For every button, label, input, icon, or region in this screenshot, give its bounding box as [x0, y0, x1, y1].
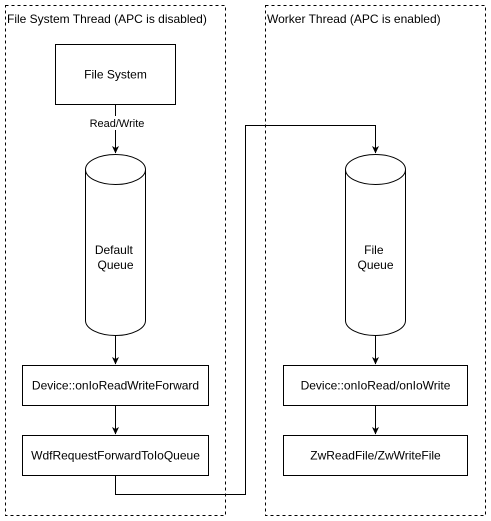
file-system-box [55, 44, 176, 105]
default-queue-label: Default Queue [95, 243, 136, 272]
wdf-request-forward-box [22, 435, 209, 476]
lane-worker-thread [265, 5, 486, 516]
edge-label-read-write: Read/Write [90, 118, 145, 130]
file-queue-label-line-2: Queue [357, 258, 393, 272]
default-queue-cylinder [85, 154, 146, 336]
file-queue-cylinder [345, 154, 406, 336]
lane-file-system-thread [5, 5, 226, 516]
file-queue-label: File Queue [357, 243, 393, 272]
default-queue-label-line-2: Queue [97, 258, 133, 272]
wdf-request-forward-label: WdfRequestForwardToIoQueue [31, 449, 200, 463]
lane-title-file-system-thread: File System Thread (APC is disabled) [7, 12, 207, 26]
on-io-read-write-box [283, 365, 468, 406]
lane-title-worker-thread: Worker Thread (APC is enabled) [267, 12, 441, 26]
default-queue-label-line-1: Default [95, 243, 134, 257]
on-io-read-write-forward-label: Device::onIoReadWriteForward [32, 379, 199, 393]
zw-read-write-file-box [283, 435, 468, 476]
zw-read-write-file-label: ZwReadFile/ZwWriteFile [310, 449, 441, 463]
on-io-read-write-forward-box [22, 365, 209, 406]
edge-label-bg [88, 116, 144, 130]
on-io-read-write-label: Device::onIoRead/onIoWrite [301, 379, 451, 393]
file-queue-label-line-1: File [364, 243, 384, 257]
file-system-label: File System [84, 68, 147, 82]
edge-wdf-request-to-file-queue [115, 125, 379, 495]
